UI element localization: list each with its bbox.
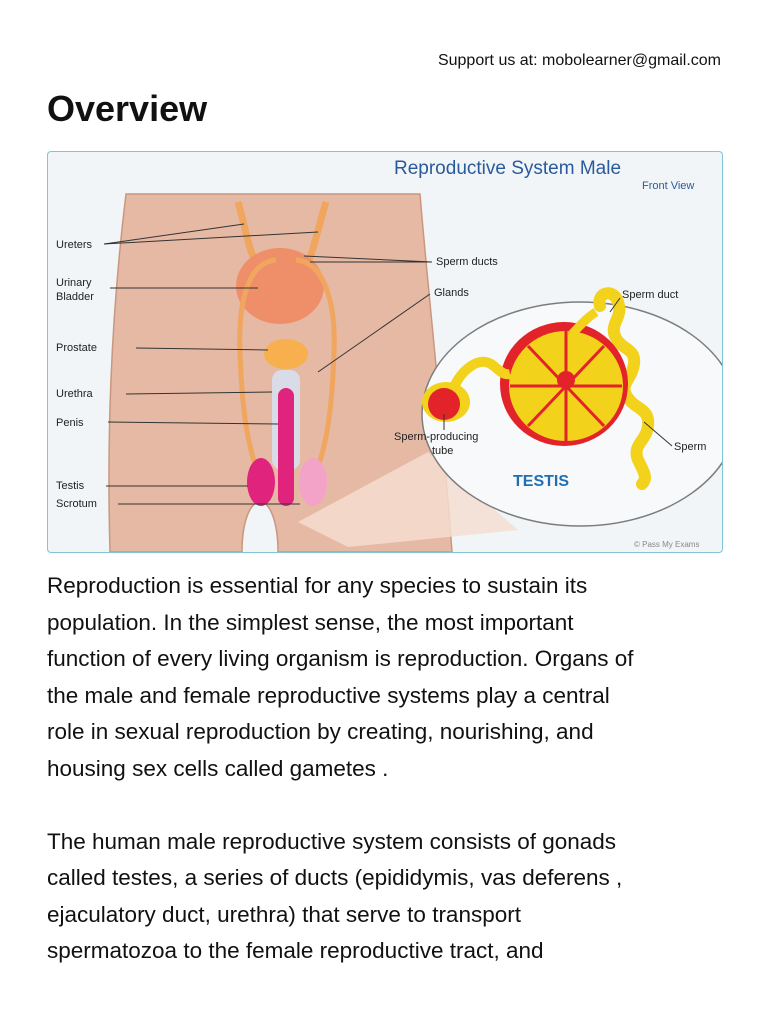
support-contact-text: Support us at: mobolearner@gmail.com [437, 52, 721, 69]
testis-center [557, 371, 575, 389]
prostate-shape [264, 339, 308, 369]
testis-left-shape [247, 458, 275, 506]
page-title: Overview [47, 88, 208, 129]
line: function of every living organism is rep… [47, 646, 634, 671]
scrotum-right-shape [299, 458, 327, 506]
line: Reproduction is essential for any specie… [47, 573, 588, 598]
paragraph-2: The human male reproductive system consi… [47, 824, 727, 970]
line: spermatozoa to the female reproductive t… [47, 938, 544, 963]
label-penis: Penis [56, 417, 84, 429]
reproductive-system-diagram: Ureters Urinary Bladder Prostate Urethra… [47, 151, 723, 553]
label-urethra: Urethra [56, 388, 94, 400]
label-bladder: Bladder [56, 291, 94, 303]
label-scrotum: Scrotum [56, 498, 97, 510]
label-testis-zoom: TESTIS [513, 473, 569, 490]
line: the male and female reproductive systems… [47, 682, 610, 708]
article-body: Reproduction is essential for any specie… [47, 568, 727, 1006]
sperm-producing-tube-coil [447, 356, 511, 394]
figure-subtitle: Front View [642, 180, 694, 192]
label-tube: tube [432, 445, 453, 457]
line: ejaculatory duct, urethra) that serve to… [47, 901, 521, 927]
figure-title: Reproductive System Male [394, 158, 621, 179]
label-testis: Testis [56, 480, 85, 492]
label-urinary: Urinary [56, 277, 92, 289]
line: population. In the simplest sense, the m… [47, 609, 574, 635]
line: role in sexual reproduction by creating,… [47, 719, 594, 744]
sperm-duct-left [237, 257, 277, 484]
label-sperm: Sperm [674, 441, 706, 453]
sperm-producing-tube-section [428, 388, 460, 420]
right-leader-lines [303, 255, 433, 373]
label-glands: Glands [434, 287, 469, 299]
line: housing sex cells called gametes . [47, 755, 389, 781]
label-prostate: Prostate [56, 342, 97, 354]
sperm-duct-right [295, 257, 337, 484]
label-sperm-ducts: Sperm ducts [436, 256, 498, 268]
zoom-leader-lines [443, 297, 673, 447]
penis-shape [278, 388, 294, 506]
epididymis-link [568, 308, 599, 338]
label-ureters: Ureters [56, 239, 93, 251]
line: called testes, a series of ducts (epidid… [47, 865, 623, 890]
label-sperm-producing: Sperm-producing [394, 431, 478, 443]
line: The human male reproductive system consi… [47, 828, 617, 854]
figure-credit: © Pass My Exams [634, 540, 699, 549]
paragraph-1: Reproduction is essential for any specie… [47, 568, 727, 787]
label-sperm-duct: Sperm duct [622, 289, 678, 301]
left-leader-lines [103, 223, 319, 505]
zoom-wedge [298, 452, 518, 547]
